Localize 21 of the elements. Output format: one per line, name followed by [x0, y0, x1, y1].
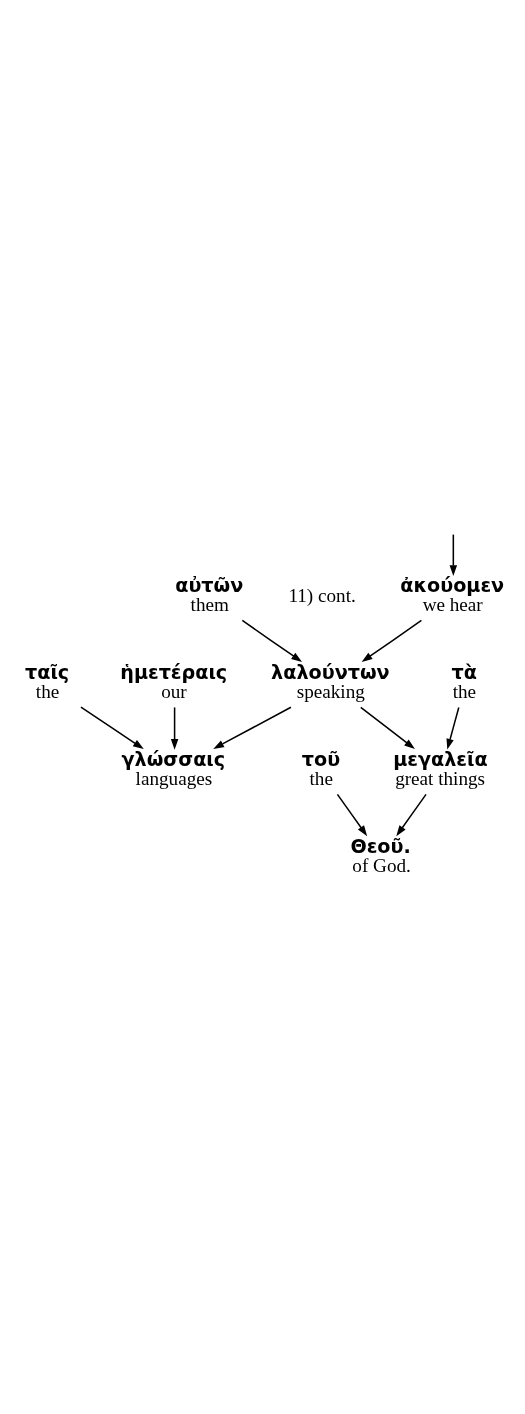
arrow	[80, 706, 144, 750]
arrow	[396, 793, 427, 837]
node-text: γλώσσαις languages	[121, 747, 226, 789]
arrow	[360, 706, 415, 750]
node-text: ἀκούομεν we hear	[400, 573, 505, 616]
arrow	[241, 619, 303, 662]
arrow	[449, 533, 458, 577]
node-text: ταῖς the	[25, 660, 70, 703]
label: 11) cont.	[288, 584, 356, 606]
node-text: Θεοῦ. of God.	[350, 834, 411, 876]
node-text: αὐτῶν them	[175, 573, 244, 616]
node-text: τοῦ the	[301, 747, 341, 789]
node-text: τὰ the	[451, 660, 477, 703]
arrow	[170, 706, 179, 750]
node-text: ἡμετέραις our	[120, 660, 228, 703]
arrow	[361, 619, 423, 662]
node-text: μεγαλεῖα great things	[393, 747, 488, 789]
arrow	[336, 793, 368, 837]
arrow	[446, 706, 460, 750]
node-text: λαλούντων speaking	[271, 660, 390, 703]
arrow	[213, 706, 292, 749]
